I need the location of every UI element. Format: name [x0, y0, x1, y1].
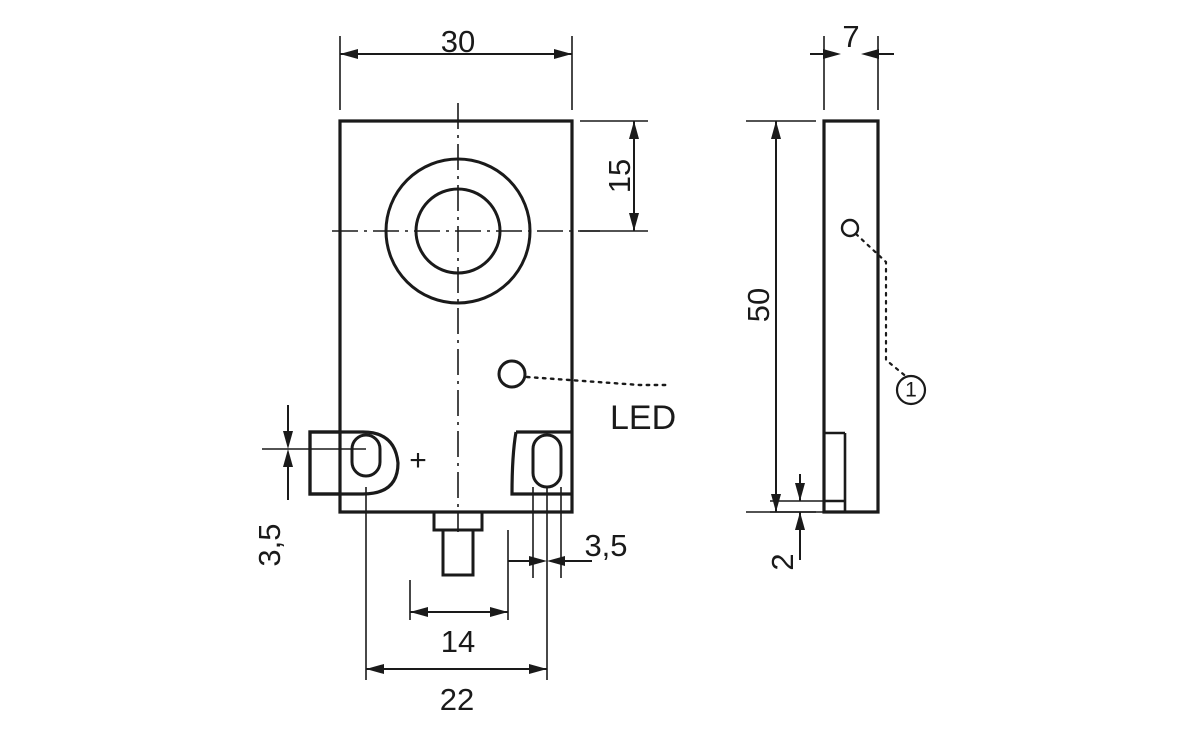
led-label: LED — [610, 399, 676, 437]
front-view-body — [308, 119, 574, 514]
side-view-body — [822, 119, 880, 514]
dimension-height-50 — [746, 120, 816, 513]
dim-label-hole-spacing-22: 22 — [440, 682, 474, 717]
dimension-thickness-7 — [810, 36, 894, 110]
dim-label-width-30: 30 — [441, 24, 475, 59]
led-indicator — [497, 359, 670, 389]
dimension-connector-14 — [409, 530, 509, 620]
dim-label-connector-14: 14 — [441, 624, 475, 659]
dim-label-left-offset-3-5: 3,5 — [252, 523, 287, 566]
dim-label-thickness-7: 7 — [842, 19, 859, 54]
dimension-bottom-offset-2 — [770, 474, 824, 560]
side-view-led-callout — [840, 218, 927, 406]
dim-label-height-50: 50 — [741, 288, 776, 322]
mounting-slot-holes — [350, 433, 563, 489]
polarity-label: + — [409, 444, 427, 477]
dim-label-bottom-offset-2: 2 — [765, 553, 800, 570]
dimension-width-30 — [339, 36, 573, 110]
dim-label-right-offset-3-5: 3,5 — [584, 528, 627, 563]
dimension-hole-spacing-22 — [365, 487, 548, 680]
dim-label-face-offset-15: 15 — [602, 159, 637, 193]
dimension-right-offset-3-5 — [508, 487, 592, 578]
dimension-left-offset-3-5 — [262, 405, 366, 500]
connector-stub — [432, 510, 484, 577]
callout-label-item-1: 1 — [905, 379, 917, 402]
front-view-centerlines — [332, 103, 600, 532]
dimension-face-offset-15 — [580, 120, 648, 232]
